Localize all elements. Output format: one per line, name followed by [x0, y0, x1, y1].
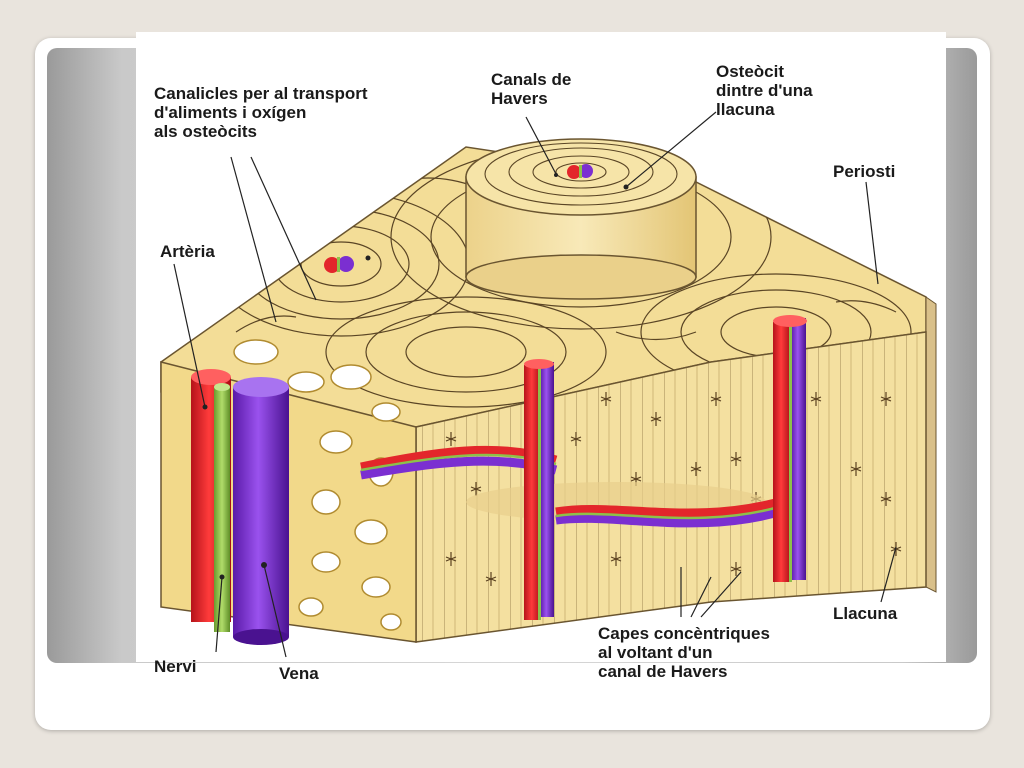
label-nervi: Nervi	[154, 657, 197, 676]
label-arteria: Artèria	[160, 242, 215, 261]
leader-lines	[173, 111, 897, 658]
label-canalicles: Canalicles per al transport d'aliments i…	[154, 84, 368, 141]
main-nerve	[214, 383, 230, 632]
osteon-cylinder	[465, 138, 697, 300]
label-canals-havers: Canals de Havers	[491, 70, 572, 108]
label-vena: Vena	[279, 664, 319, 683]
middle-canal-vessels	[524, 359, 554, 620]
top-left-canal	[324, 255, 371, 273]
label-osteocit: Osteòcit dintre d'una llacuna	[716, 62, 813, 119]
bone-diagram: Canalicles per al transport d'aliments i…	[136, 32, 946, 683]
bone-illustration	[160, 111, 937, 658]
label-periosti: Periosti	[833, 162, 896, 181]
label-capes: Capes concèntriques al voltant d'un cana…	[598, 624, 770, 681]
main-vein	[233, 377, 289, 645]
right-canal-vessels	[773, 315, 807, 582]
label-llacuna: Llacuna	[833, 604, 898, 623]
